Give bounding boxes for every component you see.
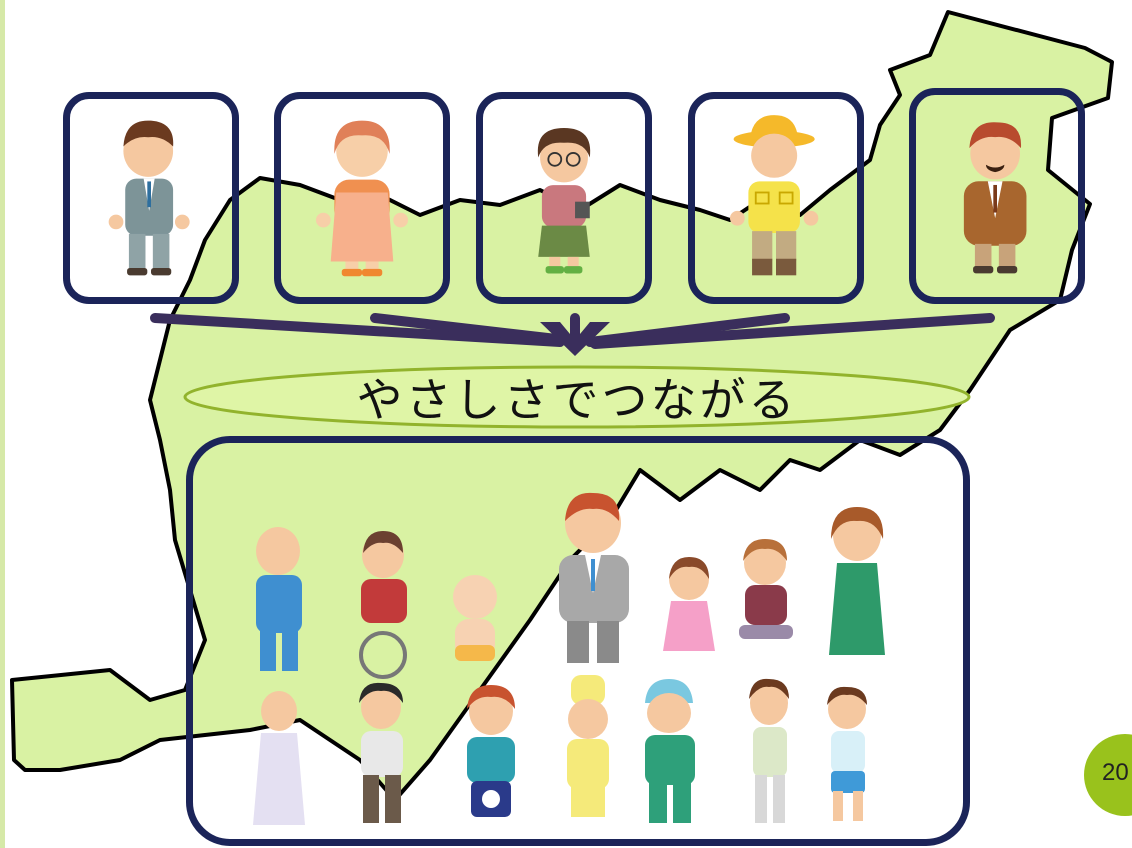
- left-accent-bar: [0, 0, 5, 848]
- page-number: 20: [1102, 759, 1129, 786]
- glasses-woman-icon: [537, 128, 591, 274]
- boy-shorts-icon: [827, 686, 867, 821]
- girl-icon: [663, 557, 715, 651]
- person-card-4: [688, 92, 864, 304]
- chef-icon: [567, 675, 609, 817]
- person-card-1: [63, 92, 239, 304]
- person-card-5: [909, 88, 1085, 304]
- arrow-5: [590, 313, 995, 349]
- arrow-2: [370, 313, 570, 345]
- slogan-text: やさしさでつながる: [356, 373, 798, 427]
- worker-icon: [645, 679, 695, 823]
- person-card-2: [274, 92, 450, 304]
- wheelchair-woman-icon: [359, 531, 407, 679]
- arrowhead: [540, 322, 610, 356]
- apron-woman-icon: [315, 120, 409, 277]
- young-man-icon: [359, 682, 403, 823]
- baby-icon: [453, 575, 497, 661]
- arrow-1: [150, 313, 565, 347]
- boy-icon: [739, 539, 793, 639]
- farmer-icon: [729, 115, 819, 276]
- thin-man-icon: [749, 678, 789, 823]
- dancing-woman-icon: [253, 691, 305, 825]
- slogan-ellipse: [183, 365, 971, 429]
- festival-man-icon: [467, 685, 515, 817]
- slogan-banner: やさしさでつながる: [182, 356, 972, 438]
- elderly-man-icon: [256, 527, 302, 671]
- crowd-illustration: [253, 492, 885, 825]
- businessman-icon: [108, 120, 190, 276]
- mustache-man-icon: [963, 122, 1027, 274]
- arrows: [150, 313, 995, 349]
- community-group-box: [186, 436, 970, 846]
- person-card-3: [476, 92, 652, 304]
- businessman-icon: [559, 492, 629, 663]
- woman-green-dress-icon: [829, 507, 885, 655]
